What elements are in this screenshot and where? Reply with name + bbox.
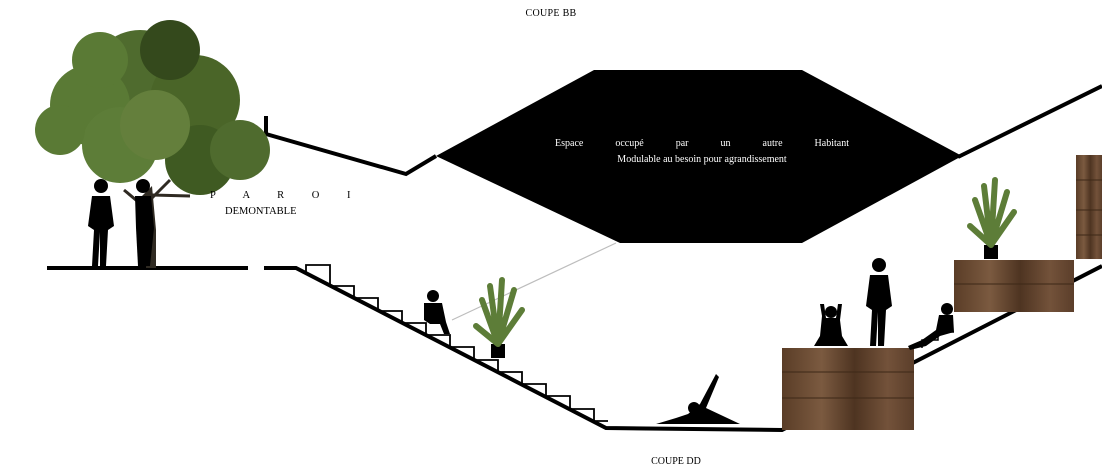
person-seated-right-icon [908, 303, 954, 350]
wood-platform-mid [954, 260, 1074, 312]
person-meditating-icon [814, 304, 848, 346]
person-standing-right-icon [866, 258, 892, 346]
wood-platform-low [782, 348, 914, 430]
wood-wall-right [1076, 155, 1102, 259]
person-standing-left-icon [88, 179, 114, 266]
paroi-label: P A R O I [210, 190, 363, 201]
occupied-space-hexagon [436, 70, 962, 243]
roof-profile-right-line [957, 84, 1102, 159]
roof-profile-line [264, 116, 438, 177]
leader-line [451, 242, 617, 321]
plant-upper-icon [967, 177, 1017, 259]
occupied-space-text-line2: Modulable au besoin pour agrandissement [617, 154, 787, 165]
occupied-space-text-line1: Espace occupé par un autre Habitant [555, 138, 849, 149]
person-leaning-tree-icon [135, 179, 154, 266]
plant-stairs-icon [473, 277, 525, 358]
person-seated-stairs-icon [424, 290, 450, 334]
demontable-label: DEMONTABLE [225, 206, 297, 217]
person-yoga-stretch-icon [656, 374, 740, 424]
stair-steps [305, 264, 608, 422]
section-title-bb: COUPE BB [525, 8, 577, 19]
section-title-dd: COUPE DD [651, 456, 701, 467]
